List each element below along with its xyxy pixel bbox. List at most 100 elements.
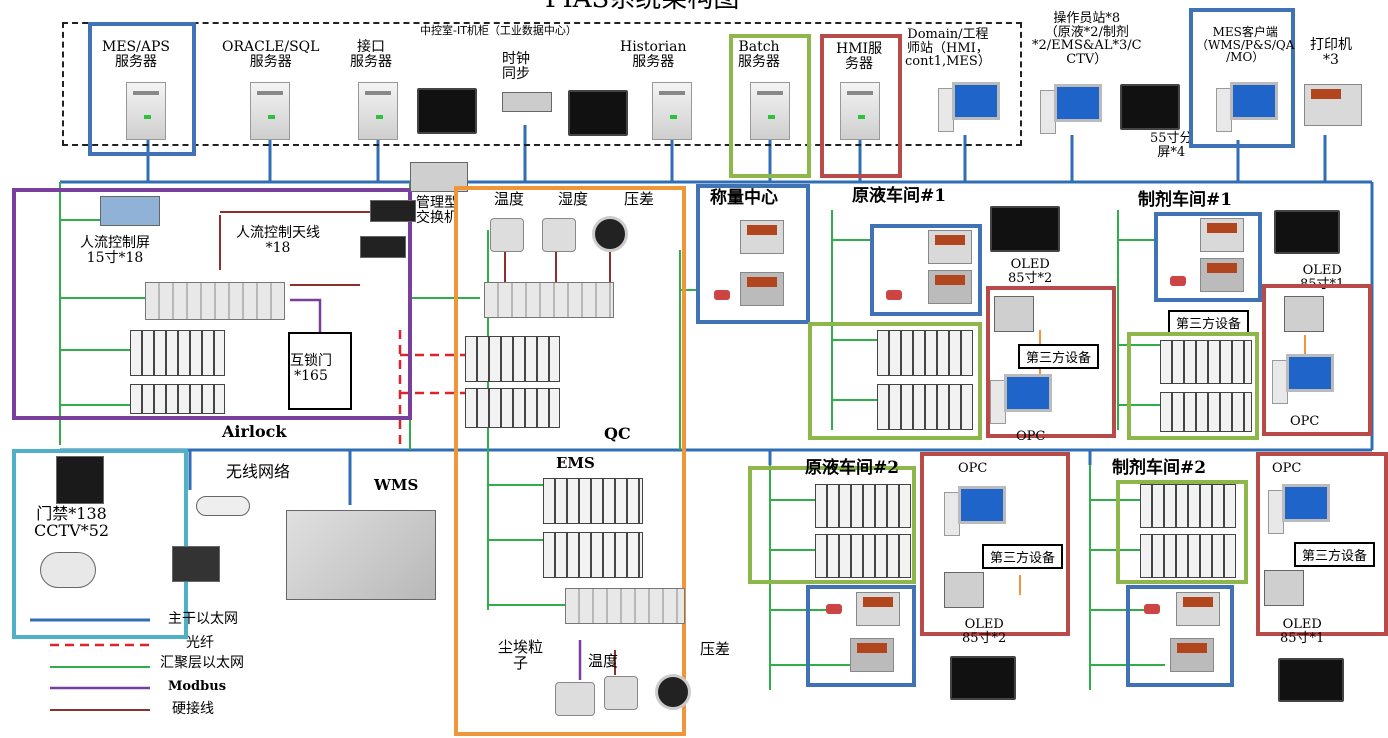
formulation1-plc-1	[1160, 340, 1252, 384]
formulation2-opc-pc-icon	[1268, 484, 1330, 534]
clock-sync-switch-icon	[502, 92, 552, 112]
clock-sync-label: 时钟 同步	[502, 52, 530, 81]
stock1-plc-2	[877, 384, 973, 430]
mes-aps-server-label: MES/APS 服务器	[102, 40, 170, 69]
domain-station-pc-icon	[938, 82, 1000, 132]
formulation2-oled-label: OLED 85寸*1	[1280, 618, 1324, 645]
formulation1-opc-label: OPC	[1290, 415, 1319, 429]
stock1-printer-icon	[928, 230, 972, 264]
batch-server-icon	[750, 82, 790, 140]
access-controller-icon	[56, 456, 104, 504]
formulation1-scale-icon	[1200, 258, 1244, 292]
stock1-opc-label: OPC	[1016, 430, 1045, 444]
formulation2-third-party-label: 第三方设备	[1294, 542, 1375, 567]
qc-pressure-gauge-icon	[592, 216, 628, 252]
stock1-oled-icon	[990, 206, 1060, 252]
stock1-third-party-label: 第三方设备	[1018, 344, 1099, 369]
it-room-label: 中控室-IT机柜（工业数据中心）	[420, 25, 577, 37]
legend-aggregation-label: 汇聚层以太网	[160, 656, 244, 671]
qc-pressure2-gauge-icon	[655, 674, 691, 710]
formulation1-printer-icon	[1200, 218, 1244, 252]
formulation2-scanner-icon	[1144, 604, 1160, 614]
hmi-server-label: HMI服 务器	[836, 42, 882, 71]
weighing-printer-icon	[740, 220, 784, 254]
qc-pressure2-label: 压差	[700, 642, 730, 658]
stock2-oled-label: OLED 85寸*2	[962, 618, 1006, 645]
ems-plc-1	[543, 478, 643, 524]
interlock-door-label: 互锁门 *165	[290, 354, 332, 383]
control-screen-icon	[100, 196, 160, 226]
stock2-plc-1	[815, 484, 911, 528]
operator-station-pc-icon	[1040, 84, 1102, 134]
formulation1-title: 制剂车间#1	[1138, 192, 1232, 210]
qc-temperature2-sensor-icon	[604, 676, 638, 710]
stock1-opc-pc-icon	[990, 374, 1052, 424]
formulation2-plc-1	[1140, 484, 1236, 528]
split-screen-monitor-icon	[1120, 84, 1180, 130]
legend-modbus-label: Modbus	[168, 680, 226, 694]
formulation2-gateway-icon	[1264, 570, 1304, 606]
legend-hardwire-label: 硬接线	[172, 702, 214, 717]
qc-plc-1	[465, 336, 560, 382]
qc-io-module	[484, 282, 614, 318]
qc-temperature-label: 温度	[494, 192, 524, 208]
qc-plc-2	[465, 388, 560, 428]
managed-switch-label: 管理型 交换机	[416, 196, 458, 225]
antenna-icon-2	[360, 236, 406, 258]
stock2-gateway-icon	[944, 572, 984, 608]
qc-humidity-sensor-icon	[542, 218, 576, 252]
cctv-camera-icon	[40, 552, 96, 588]
printer-label: 打印机 *3	[1310, 38, 1352, 67]
ems-plc-2	[543, 532, 643, 578]
mes-client-pc-icon	[1216, 82, 1278, 132]
stock1-oled-label: OLED 85寸*2	[1008, 258, 1052, 285]
formulation2-scale-icon	[1170, 638, 1214, 672]
wireless-label: 无线网络	[226, 464, 290, 481]
stock1-scale-icon	[928, 270, 972, 304]
qc-pressure-label: 压差	[624, 192, 654, 208]
stock2-title: 原液车间#2	[805, 460, 899, 478]
wireless-ap-icon	[196, 496, 250, 516]
stock2-opc-pc-icon	[944, 486, 1006, 536]
weighing-center-label: 称量中心	[710, 190, 778, 208]
stock1-gateway-icon	[994, 296, 1034, 332]
airlock-plc-1	[130, 330, 225, 376]
batch-server-label: Batch 服务器	[738, 40, 780, 69]
qc-dust-sensor-icon	[555, 682, 595, 716]
stock2-scanner-icon	[826, 604, 842, 614]
legend-backbone-label: 主干以太网	[168, 612, 238, 627]
mes-aps-server-icon	[126, 82, 166, 140]
formulation1-plc-2	[1160, 392, 1252, 432]
interface-monitor-icon	[417, 88, 477, 134]
formulation2-opc-label: OPC	[1272, 462, 1301, 476]
stock2-scale-icon	[850, 638, 894, 672]
wms-label: WMS	[374, 478, 418, 494]
oracle-server-label: ORACLE/SQL 服务器	[222, 40, 319, 69]
oracle-server-icon	[250, 82, 290, 140]
stock2-printer-icon	[856, 592, 900, 626]
formulation2-oled-icon	[1278, 658, 1344, 702]
hmi-server-icon	[840, 82, 880, 140]
qc-temperature-sensor-icon	[490, 218, 524, 252]
formulation1-opc-pc-icon	[1272, 354, 1334, 404]
historian-server-label: Historian 服务器	[620, 40, 686, 69]
split-screen-label: 55寸分 屏*4	[1150, 132, 1193, 159]
formulation1-scanner-icon	[1170, 276, 1186, 286]
qc-label: QC	[604, 426, 631, 443]
access-label: 门禁*138 CCTV*52	[34, 506, 109, 540]
formulation1-oled-icon	[1274, 210, 1340, 254]
stock1-plc-1	[877, 330, 973, 376]
qc-humidity-label: 湿度	[558, 192, 588, 208]
mes-client-label: MES客户端 （WMS/P&S/QA /MO）	[1196, 26, 1294, 64]
airlock-io-module	[145, 282, 285, 320]
ems-label: EMS	[556, 456, 595, 472]
interface-server-icon	[358, 82, 398, 140]
weighing-scanner-icon	[714, 290, 730, 300]
warehouse-illustration	[286, 510, 436, 600]
formulation2-title: 制剂车间#2	[1112, 460, 1206, 478]
legend-fiber-label: 光纤	[186, 636, 214, 651]
airlock-label: Airlock	[222, 424, 287, 441]
stock2-opc-label: OPC	[958, 462, 987, 476]
weighing-scale-icon	[740, 272, 784, 306]
qc-temperature2-label: 温度	[588, 654, 618, 670]
